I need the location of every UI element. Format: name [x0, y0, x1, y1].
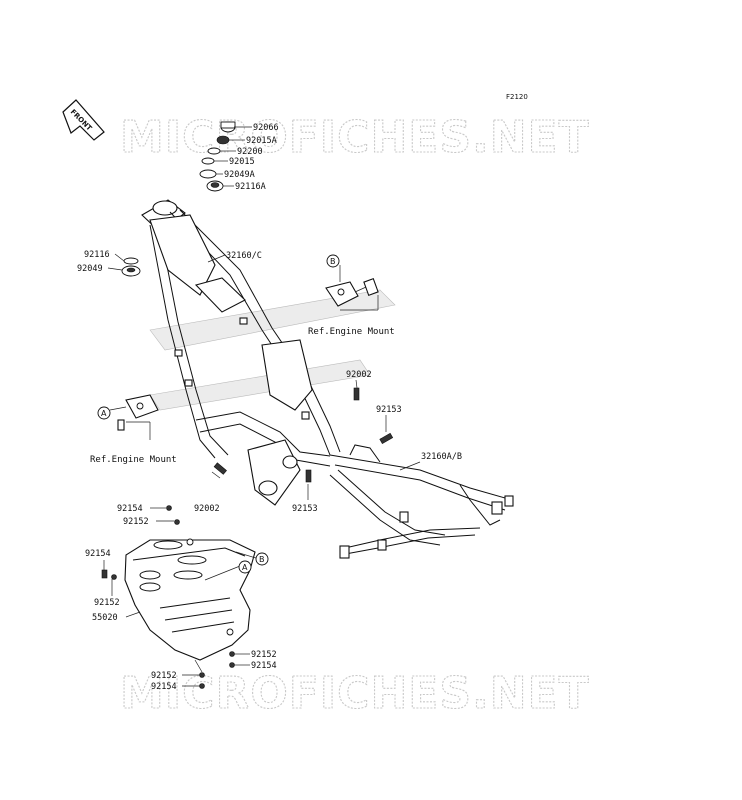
watermark-top: MICROFICHES.NET	[120, 112, 590, 163]
label-92116: 92116	[84, 250, 110, 260]
label-92154-a: 92154	[117, 504, 143, 514]
engine-mount-bracket-a	[117, 394, 159, 431]
label-32160C: 32160/C	[226, 251, 262, 261]
label-92154-b: 92154	[85, 549, 111, 559]
steering-head-parts	[121, 121, 236, 277]
label-92152-c: 92152	[251, 650, 277, 660]
skid-plate	[124, 538, 256, 661]
label-92154-d: 92154	[151, 682, 177, 692]
figure-code: F2120	[506, 93, 528, 101]
label-92015: 92015	[229, 157, 255, 167]
bolts	[101, 387, 394, 689]
ref-engine-mount-a: Ref.Engine Mount	[90, 455, 177, 465]
callout-b-lower: B	[255, 552, 269, 566]
label-92002-right: 92002	[346, 370, 372, 380]
label-32160AB: 32160A/B	[421, 452, 462, 462]
callout-a-lower: A	[238, 560, 252, 574]
label-92049: 92049	[77, 264, 103, 274]
svg-text:A: A	[101, 409, 107, 418]
label-92152-a: 92152	[123, 517, 149, 527]
callout-b-upper: B	[326, 254, 340, 268]
label-92153-low: 92153	[292, 504, 318, 514]
leader-lines	[103, 126, 421, 687]
callout-a-left: A	[97, 406, 111, 420]
label-92154-c: 92154	[251, 661, 277, 671]
ref-engine-mount-b: Ref.Engine Mount	[308, 327, 395, 337]
engine-mount-bracket-b	[325, 278, 379, 307]
label-92153-right: 92153	[376, 405, 402, 415]
label-92116A: 92116A	[235, 182, 266, 192]
label-92066: 92066	[253, 123, 279, 133]
front-arrow-icon: FRONT	[62, 99, 105, 141]
svg-text:A: A	[242, 563, 248, 572]
rear-subframe	[329, 444, 514, 559]
label-92152-d: 92152	[151, 671, 177, 681]
label-55020: 55020	[92, 613, 118, 623]
label-92002-low: 92002	[194, 504, 220, 514]
ref-band-lower	[149, 359, 371, 411]
svg-text:B: B	[259, 555, 265, 564]
watermark-bottom: MICROFICHES.NET	[120, 668, 590, 719]
main-frame	[141, 199, 341, 506]
svg-text:B: B	[330, 257, 336, 266]
ref-band-upper	[149, 289, 396, 351]
label-92015A: 92015A	[246, 136, 277, 146]
label-92049A: 92049A	[224, 170, 255, 180]
label-92152-b: 92152	[94, 598, 120, 608]
label-92200: 92200	[237, 147, 263, 157]
